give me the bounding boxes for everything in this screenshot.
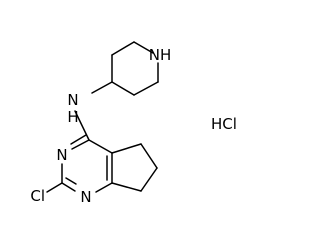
bond-c4-c5 [111, 81, 135, 96]
bond-c5-c6 [140, 143, 158, 169]
bond-c2-n1 [61, 182, 76, 192]
bond-c7-c7a [111, 182, 142, 192]
amine-n-label: N [67, 91, 78, 109]
bond-c4a-n3 [71, 139, 90, 150]
bond-c4a-n3-double [70, 134, 87, 145]
bond-c2-n1-double [65, 177, 77, 185]
pyrimidine-n1-label: N [80, 188, 91, 206]
bond-c5-c6 [133, 81, 159, 96]
bond-c2-c3 [111, 41, 135, 56]
bond-c6-c7 [140, 167, 158, 192]
bond-c4b-c4a [88, 139, 113, 154]
bond-n1-c7a [95, 182, 113, 193]
piperidine-nh-label: NH [149, 46, 172, 64]
pyrimidine-n3-label: N [56, 146, 67, 164]
chloro-label: Cl [30, 187, 45, 205]
structure-diagram: NH N H N N Cl HCl [30, 41, 237, 206]
bond-c4-amine [91, 81, 113, 94]
molecule-drawing: NH N H N N Cl HCl [30, 41, 237, 206]
hcl-label: HCl [211, 115, 237, 133]
bond-c4b-c5 [111, 143, 142, 154]
bond-c2-cl [46, 182, 63, 193]
bond-nh-c2 [133, 41, 154, 54]
amine-h-label: H [67, 108, 78, 126]
